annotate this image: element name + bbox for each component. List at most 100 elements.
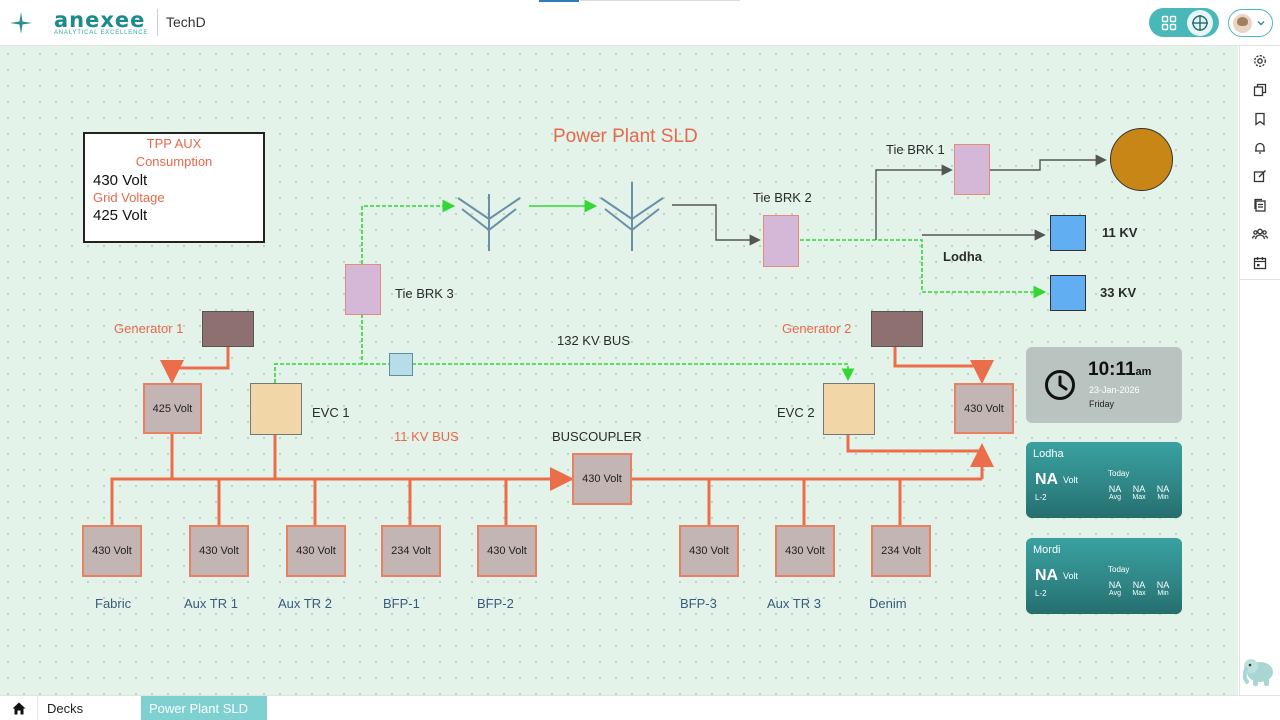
sld-canvas: Power Plant SLD TPP AUX Consumption 430 … [0, 46, 1238, 695]
meter-sub: L-2 [1035, 589, 1047, 598]
tie-breaker-1-label: Tie BRK 1 [886, 142, 945, 157]
app-name: TechD [166, 14, 206, 30]
feeder-fabric-meter[interactable]: 430 Volt [82, 525, 142, 577]
clock-widget[interactable]: 10:11am 23-Jan-2026 Friday [1026, 347, 1182, 423]
gray-wires [672, 154, 1107, 246]
label-11kv: 11 KV [1102, 225, 1138, 240]
transformer-1 [457, 194, 521, 251]
tie-breaker-3[interactable] [345, 264, 381, 315]
chevron-down-icon [1257, 21, 1265, 26]
meter-unit: Volt [1063, 571, 1079, 581]
clock-ampm: am [1135, 366, 1152, 378]
aux-consumption-box: TPP AUX Consumption 430 Volt Grid Voltag… [83, 132, 265, 243]
grid-node[interactable] [1110, 128, 1173, 191]
clock-time: 10:11am [1088, 359, 1152, 380]
bell-icon[interactable] [1250, 138, 1270, 158]
info-line3: Grid Voltage [93, 190, 165, 205]
bus-132kv-coupler[interactable] [389, 353, 413, 376]
clock-date: 23-Jan-2026 [1089, 385, 1140, 395]
feeder-auxtr3-label: Aux TR 3 [767, 596, 821, 611]
top-header: anexee ANALYTICAL EXCELLENCE TechD [0, 0, 1280, 46]
tie-breaker-1[interactable] [954, 144, 990, 195]
feeder-11kv[interactable] [1050, 215, 1086, 251]
meter-value: NA [1035, 471, 1059, 488]
feeder-33kv[interactable] [1050, 275, 1086, 311]
label-11kv-bus: 11 KV BUS [394, 429, 459, 444]
header-divider [157, 9, 158, 36]
label-generator-1: Generator 1 [114, 321, 184, 336]
diagram-title: Power Plant SLD [553, 126, 698, 147]
tie-breaker-3-label: Tie BRK 3 [395, 286, 454, 301]
breadcrumb-decks[interactable]: Decks [47, 701, 84, 716]
label-generator-2: Generator 2 [782, 321, 852, 336]
bookmark-icon[interactable] [1250, 109, 1270, 129]
feeder-auxtr2-meter[interactable]: 430 Volt [286, 525, 346, 577]
feeder-auxtr2-label: Aux TR 2 [278, 596, 332, 611]
brand-tagline: ANALYTICAL EXCELLENCE [54, 30, 149, 36]
label-33kv: 33 KV [1100, 285, 1137, 300]
feeder-denim-meter[interactable]: 234 Volt [871, 525, 931, 577]
generator-2[interactable] [871, 311, 923, 347]
meter-name: Lodha [1033, 448, 1064, 460]
copy-icon[interactable] [1250, 80, 1270, 100]
feeder-bfp3-meter[interactable]: 430 Volt [679, 525, 739, 577]
generator-2-meter[interactable]: 430 Volt [954, 383, 1014, 434]
grid-icon[interactable] [1156, 10, 1182, 36]
transformer-2 [600, 182, 664, 251]
generator-1-meter[interactable]: 425 Volt [143, 383, 202, 434]
tie-breaker-2-label: Tie BRK 2 [753, 190, 812, 205]
feeder-bfp2-meter[interactable]: 430 Volt [477, 525, 537, 577]
label-evc-2: EVC 2 [777, 405, 815, 420]
document-icon[interactable] [1250, 195, 1270, 215]
target-icon[interactable] [1186, 9, 1213, 36]
edit-icon[interactable] [1250, 166, 1270, 186]
avatar [1233, 13, 1252, 33]
info-value1: 430 Volt [93, 172, 148, 189]
elephant-mascot-icon[interactable] [1241, 655, 1277, 687]
evc-2[interactable] [823, 383, 875, 435]
generator-1[interactable] [202, 311, 254, 347]
feeder-auxtr1-meter[interactable]: 430 Volt [189, 525, 249, 577]
feeder-auxtr3-meter[interactable]: 430 Volt [775, 525, 835, 577]
label-buscoupler: BUSCOUPLER [552, 429, 642, 444]
live-wires [274, 199, 1047, 383]
feeder-bfp2-label: BFP-2 [477, 596, 514, 611]
feeder-bfp1-label: BFP-1 [383, 596, 420, 611]
meter-value: NA [1035, 567, 1059, 584]
meter-period: Today [1108, 469, 1130, 478]
top-tab-indicator [539, 0, 579, 2]
user-menu-button[interactable] [1228, 9, 1273, 37]
calendar-icon[interactable] [1250, 253, 1270, 273]
brand-logo[interactable]: anexee ANALYTICAL EXCELLENCE [54, 8, 149, 37]
feeder-fabric-label: Fabric [95, 596, 132, 611]
home-icon[interactable] [0, 696, 38, 720]
meter-sub: L-2 [1035, 493, 1047, 502]
feeder-bfp1-meter[interactable]: 234 Volt [381, 525, 441, 577]
feeder-auxtr1-label: Aux TR 1 [184, 596, 238, 611]
gear-icon[interactable] [1250, 51, 1270, 71]
plus-cross-icon[interactable] [0, 0, 42, 46]
meter-period: Today [1108, 565, 1130, 574]
breadcrumb-power-plant-sld[interactable]: Power Plant SLD [141, 696, 267, 720]
label-evc-1: EVC 1 [312, 405, 350, 420]
buscoupler-meter[interactable]: 430 Volt [572, 453, 632, 505]
header-tools [1149, 8, 1219, 37]
users-icon[interactable] [1250, 224, 1270, 244]
feeder-denim-label: Denim [869, 596, 907, 611]
rail-divider [1240, 279, 1280, 280]
tie-breaker-2[interactable] [763, 215, 799, 267]
bus-11kv-wires [110, 347, 994, 526]
meter-name: Mordi [1033, 544, 1061, 556]
wires-layer [110, 154, 1107, 526]
evc-1[interactable] [250, 383, 302, 435]
info-line2: Consumption [135, 154, 213, 169]
brand-name: anexee [54, 8, 146, 32]
feeder-bfp3-label: BFP-3 [680, 596, 717, 611]
